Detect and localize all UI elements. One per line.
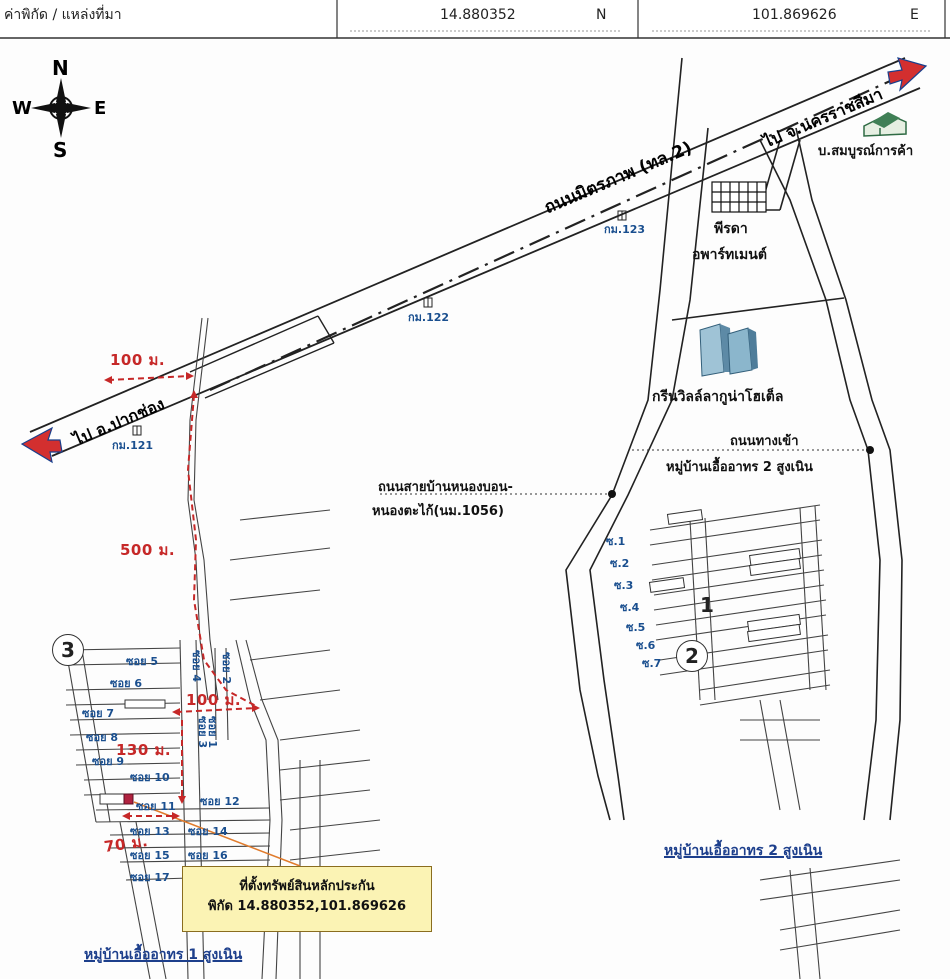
km-121-label: กม.121 <box>112 439 154 452</box>
pheerada-apartment-label: อพาร์ทเมนต์ <box>692 247 767 263</box>
village-2-streets <box>649 504 901 979</box>
compass-east: E <box>94 98 107 119</box>
distance-130m: 130 ม. <box>116 741 172 759</box>
header-grid <box>0 0 950 39</box>
soi-r6-label: ซ.6 <box>636 639 656 652</box>
soi-r4-label: ซ.4 <box>620 601 640 614</box>
callout-title: ที่ตั้งทรัพย์สินหลักประกัน <box>239 879 375 894</box>
property-callout-box: ที่ตั้งทรัพย์สินหลักประกัน พิกัด 14.8803… <box>182 866 432 932</box>
soi-17-label: ซอย 17 <box>130 871 170 884</box>
km-marker-icons <box>132 210 627 436</box>
distance-500m: 500 ม. <box>120 541 176 559</box>
soi-r5-label: ซ.5 <box>626 621 646 634</box>
soi-10-label: ซอย 10 <box>130 771 170 784</box>
village-2-name: หมู่บ้านเอื้ออาทร 2 สูงเนิน <box>664 843 823 859</box>
soi-4-label: ซอย 4 <box>190 650 203 683</box>
km-123-label: กม.123 <box>604 223 646 236</box>
soi-14-label: ซอย 14 <box>188 825 228 838</box>
property-location-marker <box>123 793 134 805</box>
longitude-value: 101.869626 <box>752 7 837 23</box>
factory-icon <box>863 112 907 137</box>
compass-rose-icon <box>31 78 91 138</box>
callout-coordinates: พิกัด 14.880352,101.869626 <box>208 899 406 914</box>
soi-2-label: ซอย 2 <box>220 652 233 685</box>
village-2-buildings <box>648 509 802 643</box>
distance-lines <box>107 375 257 817</box>
compass-south: S <box>53 138 68 162</box>
sombun-label: บ.สมบูรณ์การค้า <box>818 144 914 159</box>
highway-road <box>29 57 921 457</box>
soi-8-label: ซอย 8 <box>86 731 119 744</box>
soi-7-label: ซอย 7 <box>82 707 115 720</box>
entrance-road-label-1: ถนนทางเข้า <box>730 434 799 449</box>
soi-12-label: ซอย 12 <box>200 795 240 808</box>
soi-15-label: ซอย 15 <box>130 849 170 862</box>
village-1-name: หมู่บ้านเอื้ออาทร 1 สูงเนิน <box>84 947 243 963</box>
junction-dot <box>866 446 874 454</box>
hotel-building-icon <box>699 323 758 377</box>
soi-r3-label: ซ.3 <box>614 579 634 592</box>
latitude-value: 14.880352 <box>440 7 516 23</box>
marker-3: 3 <box>52 634 84 666</box>
distance-arrowheads <box>104 372 260 820</box>
soi-3-label: ซอย 3 <box>196 716 209 749</box>
soi-5-label: ซอย 5 <box>126 655 159 668</box>
junction-dot <box>608 490 616 498</box>
right-side-roads <box>565 57 903 821</box>
compass-west: W <box>12 98 32 119</box>
arrow-right-icon <box>887 57 928 92</box>
local-road-label-2: หนองตะไก้(นม.1056) <box>372 504 504 519</box>
compass-north: N <box>52 56 69 80</box>
coordinate-header: ค่าพิกัด / แหล่งที่มา 14.880352 N 101.86… <box>0 0 950 38</box>
entrance-road-label-2: หมู่บ้านเอื้ออาทร 2 สูงเนิน <box>666 460 813 475</box>
distance-100m-mid: 100 ม. <box>186 691 242 709</box>
marker-1: 1 <box>700 593 714 617</box>
longitude-unit: E <box>910 7 919 23</box>
marker-2: 2 <box>676 640 708 672</box>
soi-13-label: ซอย 13 <box>130 825 170 838</box>
coordinate-source-label: ค่าพิกัด / แหล่งที่มา <box>4 7 122 23</box>
greenville-hotel-label: กรีนวิลล์ลากูน่าโฮเต็ล <box>652 389 784 405</box>
soi-r2-label: ซ.2 <box>610 557 630 570</box>
soi-16-label: ซอย 16 <box>188 849 228 862</box>
km-122-label: กม.122 <box>408 311 450 324</box>
soi-9-label: ซอย 9 <box>92 755 125 768</box>
soi-r7-label: ซ.7 <box>642 657 662 670</box>
soi-r1-label: ซ.1 <box>606 535 626 548</box>
arrow-left-icon <box>20 426 63 464</box>
pheerada-label: พีรดา <box>714 221 748 237</box>
local-road-label-1: ถนนสายบ้านหนองบอน- <box>378 480 513 495</box>
soi-11-label: ซอย 11 <box>136 800 176 813</box>
distance-100m-top: 100 ม. <box>110 351 166 369</box>
latitude-unit: N <box>596 7 607 23</box>
apartment-building-icon <box>711 181 767 213</box>
soi-6-label: ซอย 6 <box>110 677 143 690</box>
